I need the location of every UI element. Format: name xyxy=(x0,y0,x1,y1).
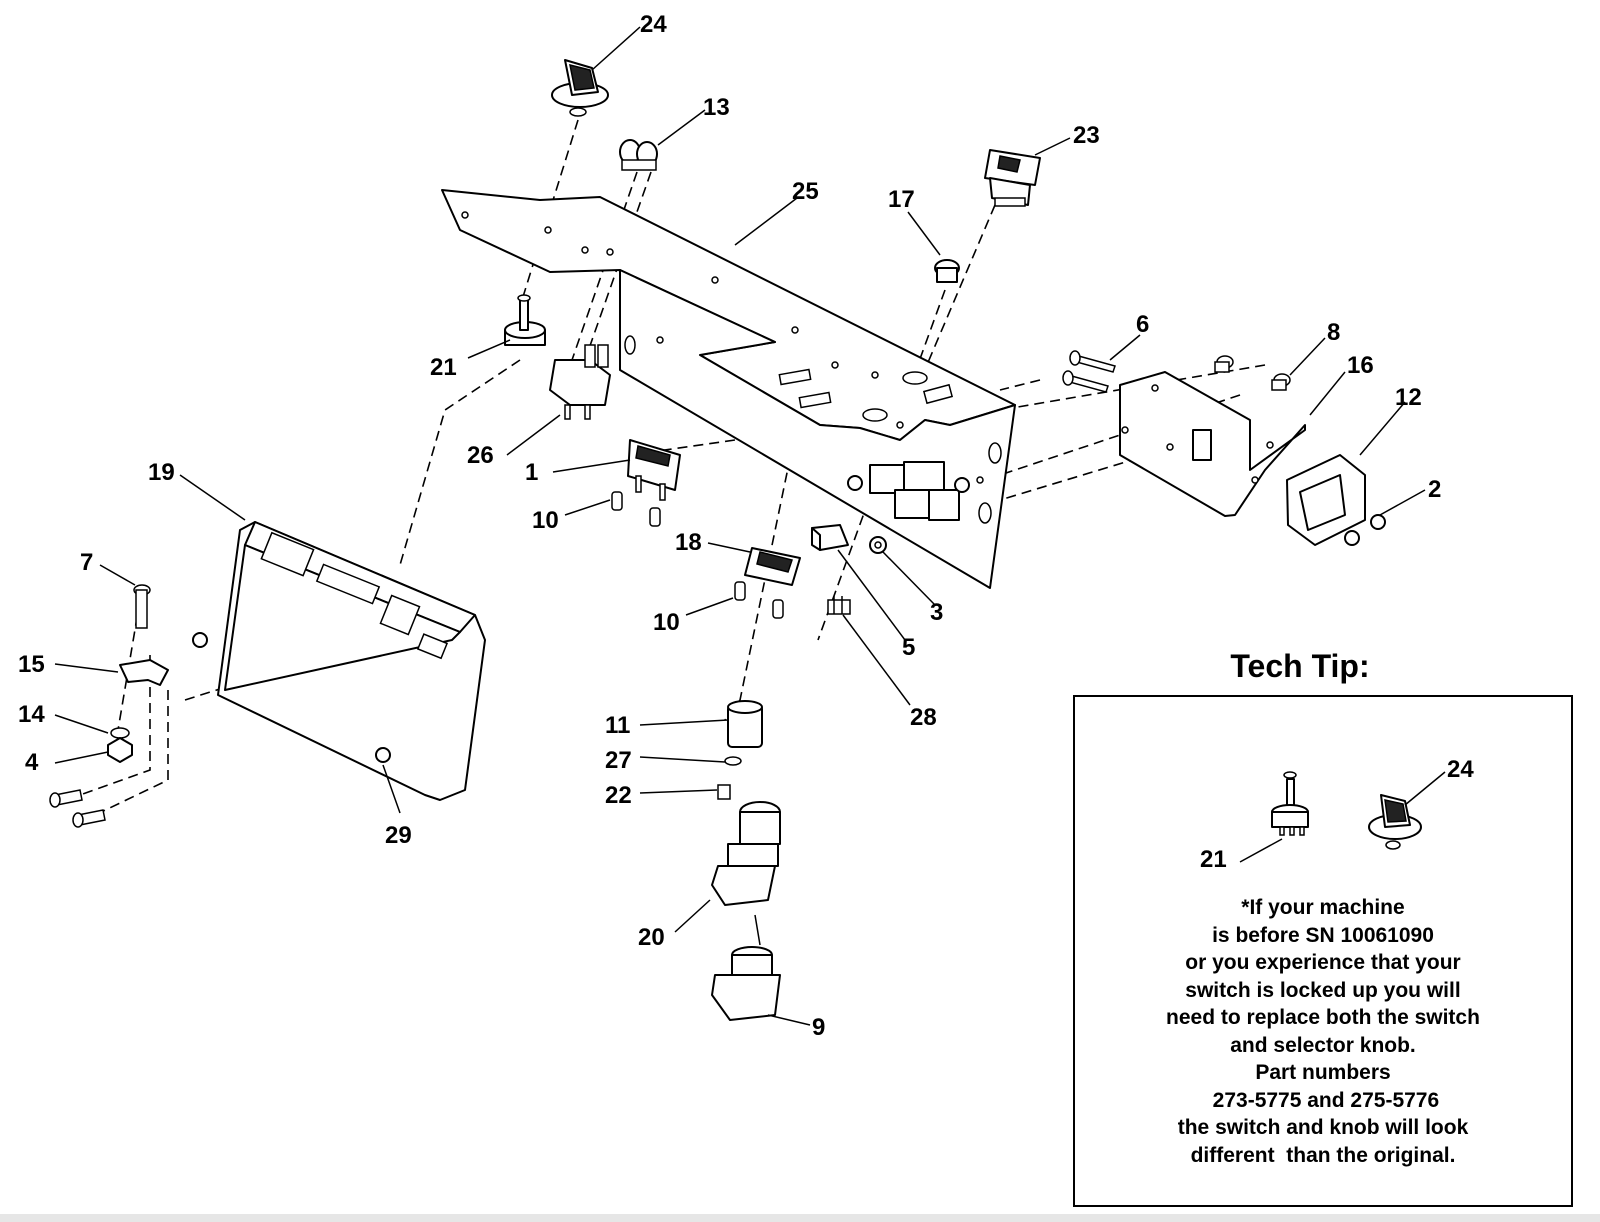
callout-6: 6 xyxy=(1136,311,1149,338)
callout-26: 26 xyxy=(467,442,494,469)
callout-2: 2 xyxy=(1428,476,1441,503)
control-module xyxy=(192,521,486,801)
callout-8: 8 xyxy=(1327,319,1340,346)
callout-15: 15 xyxy=(18,651,45,678)
tech-tip-line: the switch and knob will look xyxy=(1177,1116,1469,1139)
callout-13: 13 xyxy=(703,94,730,121)
rotary-switch xyxy=(504,294,546,346)
side-bracket xyxy=(1119,371,1306,517)
push-button xyxy=(934,259,960,283)
callout-5: 5 xyxy=(902,634,915,661)
tech-tip-line: Part numbers xyxy=(1255,1061,1391,1084)
callout-28: 28 xyxy=(910,704,937,731)
tip-callout-24: 24 xyxy=(1447,756,1474,783)
tech-tip-line: 273-5775 and 275-5776 xyxy=(1206,1088,1440,1112)
tech-tip-box: 21 24 *If your machine is before SN 1006… xyxy=(1073,695,1573,1207)
leader-lines xyxy=(54,26,1426,1026)
tech-tip-line: need to replace both the switch xyxy=(1166,1006,1480,1029)
bolts-6 xyxy=(1062,350,1116,393)
main-mounting-bracket xyxy=(441,189,1016,589)
bracket-relays xyxy=(847,461,970,521)
tech-tip-line: or you experience that your xyxy=(1185,951,1461,974)
terminal-sleeves xyxy=(611,491,784,619)
left-hardware xyxy=(49,584,169,828)
tip-callout-21: 21 xyxy=(1200,846,1227,873)
callout-11: 11 xyxy=(605,712,630,739)
callout-1: 1 xyxy=(525,459,538,486)
key-switch-parts xyxy=(717,700,763,800)
callout-3: 3 xyxy=(930,599,943,626)
callout-18: 18 xyxy=(675,529,702,556)
indicator-lights xyxy=(619,139,658,171)
callout-12: 12 xyxy=(1395,384,1422,411)
connector-housing xyxy=(1286,454,1366,546)
ignition-switch xyxy=(711,914,781,1021)
callout-9: 9 xyxy=(812,1014,825,1041)
callout-14: 14 xyxy=(18,701,45,728)
callout-27: 27 xyxy=(605,747,632,774)
tech-tip-line: switch is locked up you will xyxy=(1185,978,1461,1002)
nuts-2 xyxy=(1344,514,1386,546)
nut-3 xyxy=(869,536,887,554)
callout-16: 16 xyxy=(1347,352,1374,379)
toggle-switch xyxy=(744,547,801,586)
callout-29: 29 xyxy=(385,822,412,849)
tech-tip-line: and selector knob. xyxy=(1230,1033,1416,1057)
tip-rotary-switch xyxy=(1271,771,1309,836)
callout-22: 22 xyxy=(605,782,632,809)
callout-labels: 24 13 23 25 17 6 8 16 12 2 21 26 1 10 19… xyxy=(18,11,1441,1041)
selector-knob xyxy=(551,59,609,117)
callout-23: 23 xyxy=(1073,122,1100,149)
tip-selector-knob xyxy=(1368,794,1422,850)
tech-tip-text: *If your machine is before SN 10061090 o… xyxy=(1075,894,1571,1169)
callout-4: 4 xyxy=(25,749,39,776)
breaker-switch xyxy=(627,439,681,501)
key-switch xyxy=(711,801,781,906)
callout-20: 20 xyxy=(638,924,665,951)
tech-tip-title: Tech Tip: xyxy=(1230,648,1370,684)
tech-tip-line: different than the original. xyxy=(1190,1143,1456,1167)
tech-tip-line: is before SN 10061090 xyxy=(1212,923,1434,947)
callout-24: 24 xyxy=(640,11,667,38)
bottom-border xyxy=(0,1214,1600,1222)
callout-17: 17 xyxy=(888,186,915,213)
rocker-switch xyxy=(984,149,1041,207)
connector-pins xyxy=(827,596,851,615)
relay xyxy=(549,344,611,420)
callout-10-lower: 10 xyxy=(653,609,680,636)
tech-tip-line: *If your machine xyxy=(1241,896,1405,919)
tech-tip-illustration: 21 24 xyxy=(1200,756,1474,873)
callout-19: 19 xyxy=(148,459,175,486)
callout-21: 21 xyxy=(430,354,457,381)
callout-7: 7 xyxy=(80,549,93,576)
fuse-holder xyxy=(811,524,849,551)
callout-10-upper: 10 xyxy=(532,507,559,534)
callout-25: 25 xyxy=(792,178,819,205)
screws-8 xyxy=(1214,355,1291,391)
